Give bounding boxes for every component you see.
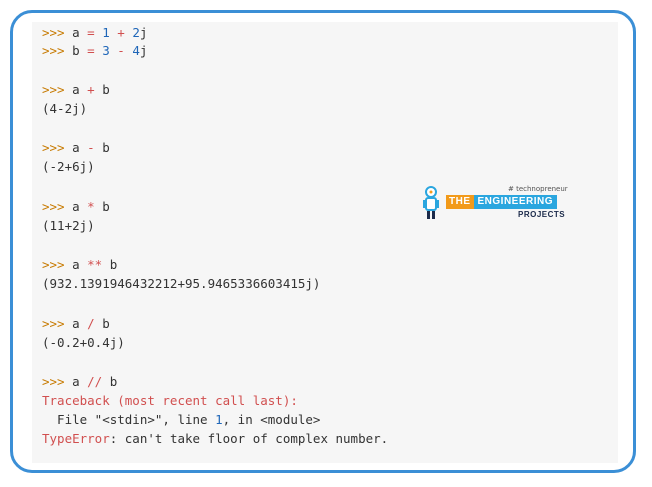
code-block: >>> a = 1 + 2j>>> b = 3 - 4j>>> a + b(4-… — [32, 22, 618, 463]
code-token: ** — [87, 257, 103, 272]
code-token: 3 — [102, 43, 110, 58]
code-token: - — [87, 140, 95, 155]
logo-tagline: # technopreneur — [508, 185, 568, 193]
code-token: j — [139, 43, 148, 58]
code-token: >>> — [42, 25, 65, 40]
code-token: + — [117, 25, 125, 40]
code-token: (-2+6j) — [42, 159, 95, 174]
code-token: >>> — [42, 43, 65, 58]
code-token: j — [139, 25, 148, 40]
code-line: >>> a // b — [42, 374, 117, 390]
code-token: >>> — [42, 374, 65, 389]
code-token: File "<stdin>", line — [42, 412, 216, 427]
code-token: >>> — [42, 316, 65, 331]
logo-engineering: ENGINEERING — [473, 195, 558, 209]
code-token: = — [87, 43, 95, 58]
code-token: (-0.2+0.4j) — [42, 335, 125, 350]
code-token: b — [94, 82, 110, 97]
code-token: 1 — [102, 25, 110, 40]
logo-title: THE ENGINEERING — [446, 195, 558, 209]
code-token: >>> — [42, 257, 65, 272]
logo-the: THE — [446, 195, 474, 209]
code-token: a — [64, 82, 88, 97]
code-line: >>> a ** b — [42, 257, 117, 273]
code-token: >>> — [42, 199, 65, 214]
code-token: (11+2j) — [42, 218, 95, 233]
code-token: + — [87, 82, 95, 97]
code-line: >>> a = 1 + 2j — [42, 25, 147, 41]
code-token: >>> — [42, 82, 65, 97]
code-line: (11+2j) — [42, 218, 95, 234]
code-token: 1 — [215, 412, 223, 427]
code-token: a — [64, 199, 88, 214]
code-line: File "<stdin>", line 1, in <module> — [42, 412, 320, 428]
code-line: TypeError: can't take floor of complex n… — [42, 431, 388, 447]
code-token: 4 — [132, 43, 140, 58]
code-token: b — [102, 374, 118, 389]
code-token: b — [102, 257, 118, 272]
code-token: >>> — [42, 140, 65, 155]
code-token: b — [64, 43, 88, 58]
code-token: / — [87, 316, 95, 331]
logo-projects: PROJECTS — [518, 210, 566, 219]
code-line: >>> a / b — [42, 316, 110, 332]
code-token: (4-2j) — [42, 101, 88, 116]
code-token: 2 — [132, 25, 140, 40]
robot-logo-icon — [423, 186, 439, 219]
code-line: >>> a * b — [42, 199, 110, 215]
code-token: TypeError — [42, 431, 110, 446]
code-token: , in <module> — [222, 412, 321, 427]
code-token: b — [94, 316, 110, 331]
code-line: (-2+6j) — [42, 159, 95, 175]
code-line: (4-2j) — [42, 101, 87, 117]
code-line: >>> a - b — [42, 140, 110, 156]
code-token: b — [94, 140, 110, 155]
code-token: = — [87, 25, 95, 40]
code-token: a — [64, 140, 88, 155]
code-token: a — [64, 374, 88, 389]
code-line: Traceback (most recent call last): — [42, 393, 298, 409]
code-token: * — [87, 199, 95, 214]
code-token: a — [64, 257, 88, 272]
code-line: (932.1391946432212+95.9465336603415j) — [42, 276, 320, 292]
code-line: (-0.2+0.4j) — [42, 335, 125, 351]
code-token: (932.1391946432212+95.9465336603415j) — [42, 276, 321, 291]
code-token: a — [64, 25, 88, 40]
code-token: Traceback (most recent call last): — [42, 393, 298, 408]
code-line: >>> a + b — [42, 82, 110, 98]
code-token: // — [87, 374, 103, 389]
code-token: - — [117, 43, 125, 58]
code-token: a — [64, 316, 88, 331]
code-token: b — [94, 199, 110, 214]
the-engineering-projects-logo: # technopreneur THE ENGINEERING PROJECTS — [420, 185, 568, 225]
code-token: : can't take floor of complex number. — [109, 431, 389, 446]
code-line: >>> b = 3 - 4j — [42, 43, 147, 59]
